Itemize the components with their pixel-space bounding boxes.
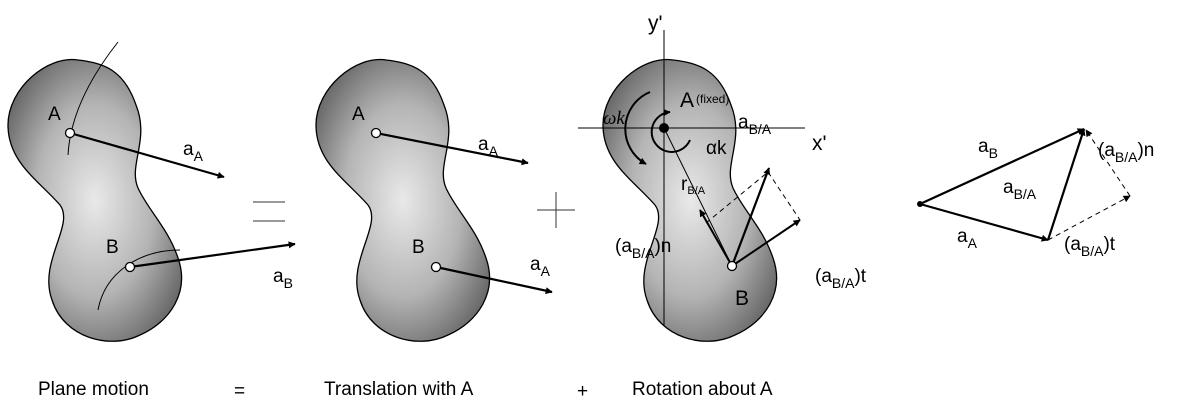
rigid-body-shape xyxy=(315,58,491,342)
a-ba-tangential-label: (aB/A)t xyxy=(815,266,867,291)
tangential-accel-arrow xyxy=(731,219,801,267)
acc-a-label: aA xyxy=(183,139,204,164)
caption-plane-motion: Plane motion xyxy=(38,379,149,400)
position-vector-r-ba xyxy=(663,127,733,267)
acceleration-a-arrow xyxy=(69,131,225,179)
normal-accel-arrow xyxy=(699,209,733,267)
path-a-curve xyxy=(67,41,119,156)
panel-rotation: y' x' A (fixed) ωk αk rB/A aB/A (aB/A)n … xyxy=(578,12,867,342)
alpha-k-label: αk xyxy=(706,138,727,159)
omega-rotation-arrow xyxy=(624,91,651,165)
acc-a-label-top: aA xyxy=(478,134,499,159)
acceleration-a-arrow-bottom xyxy=(435,265,553,295)
vector-a-ba-tangential xyxy=(1047,195,1131,241)
point-a-marker xyxy=(64,127,76,139)
point-b-marker xyxy=(430,261,442,273)
y-axis-label: y' xyxy=(648,12,663,35)
dashed-construction-line xyxy=(767,171,801,221)
dashed-construction-line xyxy=(705,171,769,224)
acceleration-a-arrow-top xyxy=(375,131,529,166)
caption-equals: = xyxy=(234,381,245,402)
panel-vector-triangle: aB aB/A aA (aB/A)n (aB/A)t xyxy=(917,127,1154,259)
caption-translation: Translation with A xyxy=(324,379,474,400)
vector-a-a xyxy=(919,202,1049,242)
equals-sign xyxy=(253,201,285,222)
caption-rotation: Rotation about A xyxy=(632,379,773,400)
point-a-label: A xyxy=(352,104,365,125)
point-b-marker xyxy=(726,260,738,272)
point-b-marker xyxy=(124,261,136,273)
vector-a-ba-normal xyxy=(1085,129,1131,197)
omega-k-label: ωk xyxy=(603,108,625,129)
a-ba-tangential-label: (aB/A)t xyxy=(1064,234,1116,259)
origin-dot xyxy=(917,201,923,207)
a-b-label: aB xyxy=(978,136,998,161)
point-a-fixed-marker xyxy=(659,123,669,133)
acceleration-b-arrow xyxy=(129,241,296,269)
acc-b-label: aB xyxy=(273,266,293,291)
vector-a-ba xyxy=(1046,128,1086,241)
point-a-label: A xyxy=(680,89,694,112)
caption-plus: + xyxy=(577,381,588,402)
fixed-note: (fixed) xyxy=(696,92,729,106)
point-b-label: B xyxy=(735,287,749,310)
point-b-label: B xyxy=(412,237,425,258)
plus-sign xyxy=(537,192,575,228)
rigid-body-shape xyxy=(7,58,183,342)
point-b-label: B xyxy=(106,237,119,258)
a-a-label: aA xyxy=(957,226,978,251)
a-ba-label: aB/A xyxy=(1003,177,1037,202)
a-ba-normal-label: (aB/A)n xyxy=(615,236,671,261)
panel-translation: A B aA aA xyxy=(315,58,553,342)
a-ba-label: aB/A xyxy=(738,112,772,137)
point-a-marker xyxy=(370,127,382,139)
r-ba-label: rB/A xyxy=(681,174,706,197)
vector-a-b xyxy=(919,127,1085,206)
relative-accel-arrow xyxy=(730,167,771,267)
x-axis-label: x' xyxy=(812,132,827,155)
captions-row: Plane motion = Translation with A + Rota… xyxy=(38,379,773,402)
acc-a-label-bottom: aA xyxy=(530,254,551,279)
panel-plane-motion: A B aA aB xyxy=(7,41,296,342)
a-ba-normal-label: (aB/A)n xyxy=(1098,140,1154,165)
point-a-label: A xyxy=(48,104,61,125)
alpha-rotation-arrow xyxy=(650,109,691,153)
